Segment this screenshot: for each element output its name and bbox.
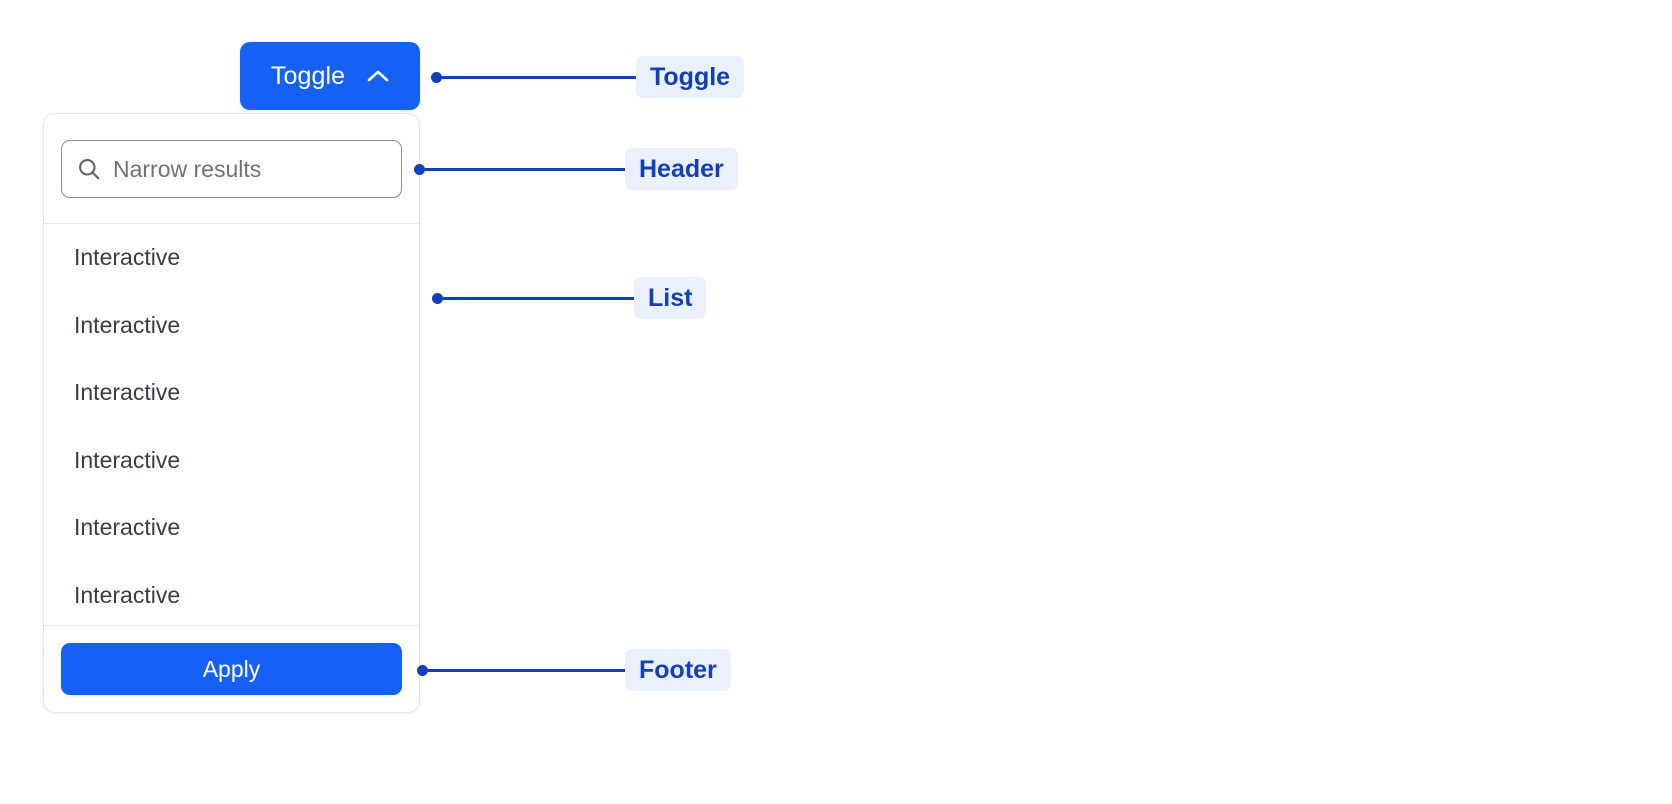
list-item-label: Interactive: [74, 581, 181, 608]
annotation-dot: [431, 71, 442, 83]
chevron-up-icon: [367, 69, 389, 83]
annotation-badge-footer: Footer: [625, 648, 731, 692]
annotation-badge-toggle: Toggle: [636, 55, 745, 99]
list-item-label: Interactive: [74, 244, 181, 271]
annotation-dot: [432, 292, 443, 304]
annotation-line: [442, 75, 636, 79]
list-item[interactable]: Interactive: [44, 562, 419, 626]
list-item[interactable]: Interactive: [44, 292, 419, 360]
annotation-line: [425, 167, 625, 171]
annotation-line: [443, 296, 634, 300]
list-item[interactable]: Interactive: [44, 427, 419, 495]
list-item[interactable]: Interactive: [44, 224, 419, 292]
search-field[interactable]: [61, 140, 409, 198]
list-item-label: Interactive: [74, 311, 181, 338]
annotation-dot: [414, 163, 425, 175]
annotation-badge-header: Header: [625, 147, 738, 191]
list-item-label: Interactive: [74, 446, 181, 473]
list-item-label: Interactive: [74, 379, 181, 406]
search-input[interactable]: [113, 141, 409, 197]
search-icon: [78, 158, 100, 180]
apply-button[interactable]: Apply: [61, 643, 402, 695]
list-item[interactable]: Interactive: [44, 494, 419, 562]
panel-header: [44, 114, 419, 224]
list-item[interactable]: Interactive: [44, 359, 419, 427]
annotation-dot: [417, 664, 428, 676]
toggle-button-label: Toggle: [270, 61, 346, 90]
toggle-button[interactable]: Toggle: [240, 42, 420, 110]
panel-footer: Apply: [44, 625, 419, 712]
dropdown-panel: Interactive Interactive Interactive Inte…: [43, 113, 420, 713]
panel-list: Interactive Interactive Interactive Inte…: [44, 224, 419, 625]
list-item-label: Interactive: [74, 514, 181, 541]
annotation-badge-list: List: [634, 276, 707, 320]
annotation-line: [428, 668, 625, 672]
